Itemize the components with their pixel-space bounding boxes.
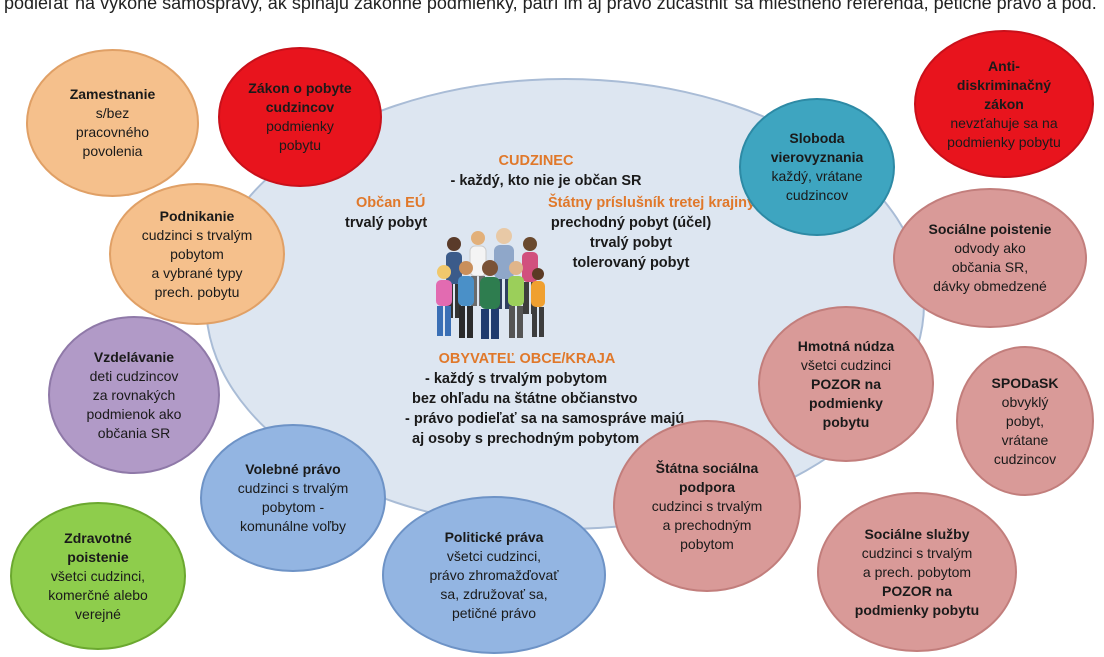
statny-item-2: trvalý pobyt: [589, 235, 673, 251]
bubble-podnikanie: Podnikanie cudzinci s trvalým pobytom a …: [109, 183, 285, 325]
bubble-line: pobytom -: [261, 499, 325, 515]
bubble-zakon-o-pobyte: Zákon o pobyte cudzincov podmienky pobyt…: [218, 47, 382, 187]
bubble-line: pracovného: [75, 124, 150, 140]
statny-prislusnik-title: Štátny príslušník tretej krajiny: [548, 195, 756, 211]
obcan-eu-title: Občan EÚ: [356, 195, 426, 211]
bubble-title: Politické práva: [444, 528, 544, 545]
bubble-line: podmienky pobytu: [947, 133, 1061, 150]
bubble-line: všetci cudzinci,: [50, 567, 146, 584]
bubble-line: podmienok ako: [86, 405, 182, 422]
cudzinec-title: CUDZINEC: [498, 153, 574, 169]
bubble-title: Vzdelávanie: [93, 348, 175, 365]
bubble-warning-line: podmienky pobytu: [854, 601, 980, 618]
bubble-socialne-poistenie: Sociálne poistenie odvody ako občania SR…: [893, 188, 1087, 328]
bubble-line: s/bez: [95, 105, 130, 121]
bubble-warning-line: POZOR na: [881, 582, 952, 599]
bubble-line: cudzinci s trvalým: [861, 544, 973, 561]
bubble-title: Štátna sociálna podpora: [655, 459, 759, 495]
bubble-line: deti cudzincov: [89, 367, 179, 384]
statny-item-3: tolerovaný pobyt: [572, 255, 690, 271]
bubble-line: dávky obmedzené: [933, 278, 1047, 294]
statny-item-1: prechodný pobyt (účel): [550, 215, 712, 231]
obyvatel-line-4: aj osoby s prechodným pobytom: [412, 431, 640, 447]
bubble-line: cudzinci s trvalým: [141, 226, 253, 243]
bubble-anti-diskriminacny: Anti-diskriminačný zákon nevzťahuje sa n…: [914, 30, 1094, 178]
bubble-line: prech. pobytu: [154, 283, 240, 300]
bubble-line: občania SR: [97, 424, 171, 441]
person-icon: [436, 265, 452, 336]
person-icon: [531, 268, 545, 337]
bubble-volebne-pravo: Volebné právo cudzinci s trvalým pobytom…: [200, 424, 386, 572]
bubble-line: obvyklý: [1001, 393, 1049, 410]
bubble-zdravotne-poistenie: Zdravotné poistenie všetci cudzinci, kom…: [10, 502, 186, 650]
bubble-title: Sloboda vierovyznania: [770, 130, 864, 165]
bubble-title: Zdravotné poistenie: [64, 529, 132, 565]
bubble-line: občania SR,: [951, 259, 1029, 275]
bubble-line: podmienky: [266, 118, 334, 134]
bubble-line: povolenia: [82, 143, 143, 159]
bubble-warning-line: POZOR na: [810, 375, 881, 392]
bubble-line: pobytu: [278, 137, 322, 153]
person-icon: [508, 261, 524, 338]
bubble-line: za rovnakých: [92, 386, 176, 403]
bubble-warning-line: pobytu: [822, 413, 870, 430]
obyvatel-line-1: - každý s trvalým pobytom: [425, 371, 608, 387]
bubble-line: každý, vrátane: [771, 168, 863, 184]
bubble-socialne-sluzby: Sociálne služby cudzinci s trvalým a pre…: [817, 492, 1017, 652]
cudzinec-definition: - každý, kto nie je občan SR: [450, 173, 642, 189]
bubble-title: Sociálne služby: [864, 525, 970, 542]
bubble-line: pobyt,: [1005, 412, 1045, 429]
bubble-title: SPODaSK: [991, 374, 1059, 391]
bubble-line: pobytom: [170, 245, 224, 262]
bubble-sloboda-vierovyznania: Sloboda vierovyznania každý, vrátane cud…: [739, 98, 895, 236]
bubble-warning-line: podmienky: [809, 394, 883, 411]
bubble-title: Sociálne poistenie: [928, 221, 1052, 237]
bubble-line: komerčné alebo: [48, 586, 148, 603]
bubble-line: cudzincov: [785, 187, 849, 203]
bubble-line: a vybrané typy: [151, 264, 243, 281]
person-icon: [480, 260, 500, 339]
bubble-spodask: SPODaSK obvyklý pobyt, vrátane cudzincov: [956, 346, 1094, 496]
bubble-title: Volebné právo: [245, 461, 341, 477]
bubble-vzdelavanie: Vzdelávanie deti cudzincov za rovnakých …: [48, 316, 220, 474]
bubble-line: sa, združovať sa,: [440, 585, 548, 602]
bubble-title: Zákon o pobyte cudzincov: [248, 80, 352, 115]
bubble-line: právo zhromažďovať: [429, 566, 559, 583]
bubble-title: Hmotná núdza: [797, 337, 895, 354]
obyvatel-line-3: - právo podieľať sa na samospráve majú: [405, 411, 685, 427]
bubble-line: cudzinci s trvalým: [651, 497, 763, 514]
bubble-line: cudzincov: [993, 450, 1057, 467]
bubble-line: nevzťahuje sa na: [950, 114, 1058, 131]
bubble-line: vrátane: [1001, 431, 1049, 448]
obyvatel-title: OBYVATEĽ OBCE/KRAJA: [438, 351, 616, 367]
obyvatel-line-2: bez ohľadu na štátne občianstvo: [412, 391, 638, 407]
bubble-line: verejné: [75, 605, 121, 622]
bubble-line: petičné právo: [451, 604, 537, 621]
person-icon: [458, 261, 474, 338]
bubble-statna-socialna-podpora: Štátna sociálna podpora cudzinci s trval…: [613, 420, 801, 592]
bubble-line: pobytom: [680, 535, 734, 552]
bubble-line: komunálne voľby: [239, 518, 347, 534]
bubble-line: všetci cudzinci,: [446, 547, 542, 564]
bubble-politicke-prava: Politické práva všetci cudzinci, právo z…: [382, 496, 606, 654]
bubble-title: Zamestnanie: [69, 86, 156, 102]
bubble-title: Anti-diskriminačný zákon: [956, 57, 1052, 112]
bubble-title: Podnikanie: [159, 207, 235, 224]
bubble-line: a prech. pobytom: [862, 563, 972, 580]
bubble-zamestnanie: Zamestnanie s/bez pracovného povolenia: [26, 49, 199, 197]
obcan-eu-pobyt: trvalý pobyt: [345, 215, 428, 231]
top-cut-text: podieľať na výkone samosprávy, ak spĺňaj…: [4, 0, 1097, 13]
bubble-line: všetci cudzinci: [800, 356, 892, 373]
people-group-illustration: [436, 228, 545, 339]
bubble-line: cudzinci s trvalým: [237, 480, 349, 496]
bubble-hmotna-nudza: Hmotná núdza všetci cudzinci POZOR na po…: [758, 306, 934, 462]
bubble-line: a prechodným: [662, 516, 752, 533]
bubble-line: odvody ako: [954, 240, 1026, 256]
